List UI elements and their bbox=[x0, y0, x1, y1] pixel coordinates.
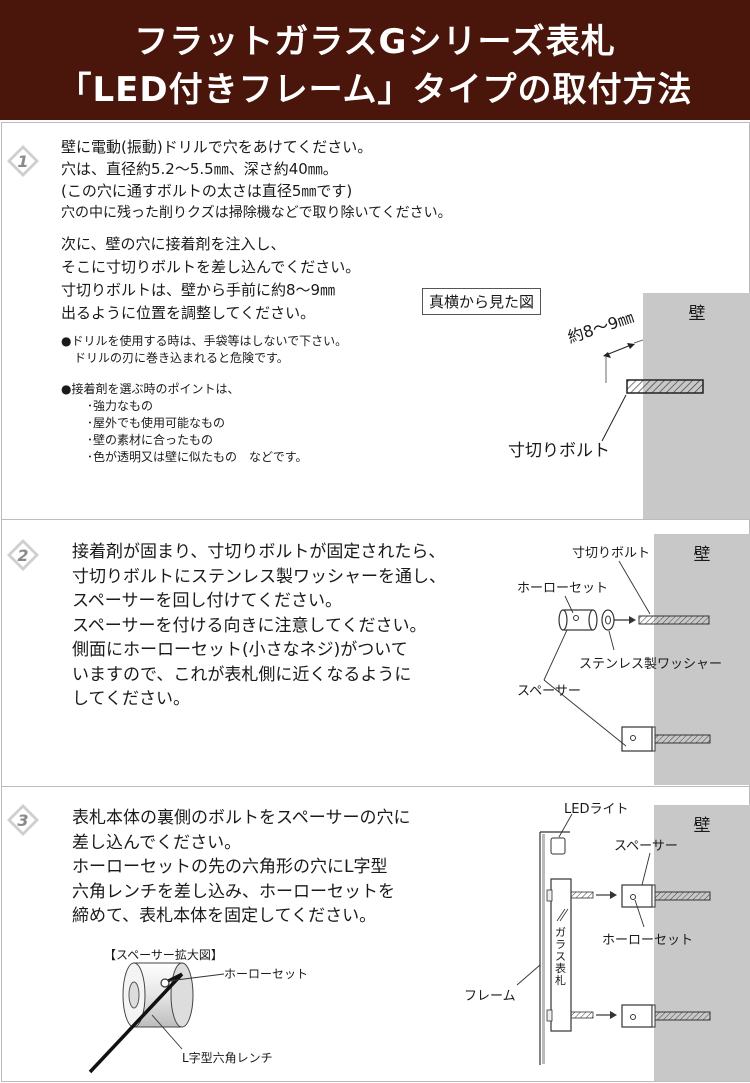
arrow-right-icon bbox=[629, 616, 636, 624]
dimension-arrow bbox=[605, 344, 632, 356]
spacer-label: スペーサー bbox=[517, 684, 581, 699]
step-1-panel: 1 壁に電動(振動)ドリルで穴をあけてください。 穴は、直径約5.2～5.5㎜、… bbox=[1, 122, 750, 520]
spacer-zoom-diagram bbox=[88, 962, 225, 1074]
wrench-leader-line bbox=[151, 1014, 183, 1050]
step-1-line: 出るように位置を調整してください。 bbox=[61, 304, 316, 322]
step-3-line: 六角レンチを差し込み、ホーローセットを bbox=[72, 881, 395, 902]
note-line: ･強力なもの bbox=[87, 399, 154, 413]
step-3-number: 3 bbox=[17, 811, 28, 830]
step-3-line: 締めて、表札本体を固定してください。 bbox=[72, 906, 377, 926]
zoom-set-label: ホーローセット bbox=[224, 967, 309, 981]
step-1-number: 1 bbox=[17, 152, 28, 171]
step-1-line: そこに寸切りボルトを差し込んでください。 bbox=[61, 258, 361, 276]
note-line: ･壁の素材に合ったもの bbox=[87, 433, 214, 447]
wall-3: 壁 bbox=[654, 805, 750, 1081]
hollow-set-label: ホーローセット bbox=[602, 933, 694, 948]
step-3-line: ホーローセットの先の六角形の穴にL字型 bbox=[72, 857, 388, 877]
washer-leader-line bbox=[608, 630, 615, 651]
header-title-line1: フラットガラスGシリーズ表札 bbox=[134, 22, 616, 62]
bolt-leader-line bbox=[618, 560, 651, 615]
step-1-line: 寸切りボルトは、壁から手前に約8～9㎜ bbox=[61, 281, 336, 299]
glass-plate bbox=[550, 878, 572, 1032]
arrow-right-icon bbox=[610, 1011, 617, 1019]
side-view-label: 真横から見た図 bbox=[422, 288, 542, 315]
zoom-wrench-label: L字型六角レンチ bbox=[182, 1051, 273, 1065]
step-3-text: 表札本体の裏側のボルトをスペーサーの穴に 差し込んでください。 ホーローセットの… bbox=[72, 806, 410, 929]
step-2-line: 側面にホーローセット(小さなネジ)がついて bbox=[72, 640, 408, 660]
spacer-lower bbox=[621, 1004, 653, 1028]
step-2-line: いますので、これが表札側に近くなるように bbox=[72, 664, 412, 685]
washer-label: ステンレス製ワッシャー bbox=[579, 657, 723, 672]
step-2-line: スペーサーを付ける向きに注意してください。 bbox=[72, 615, 427, 636]
step-1-text-b: 次に、壁の穴に接着剤を注入し、 そこに寸切りボルトを差し込んでください。 寸切り… bbox=[61, 233, 360, 325]
set-leader-line bbox=[167, 973, 225, 982]
step-3-line: 表札本体の裏側のボルトをスペーサーの穴に bbox=[72, 808, 411, 828]
bolt-upper bbox=[638, 615, 710, 625]
step-1-text-a: 壁に電動(振動)ドリルで穴をあけてください。 穴は、直径約5.2～5.5㎜、深さ… bbox=[61, 136, 452, 224]
step-2-panel: 2 接着剤が固まり、寸切りボルトが固定されたら、 寸切りボルトにステンレス製ワッ… bbox=[1, 519, 750, 787]
bolt-leader-line bbox=[601, 394, 627, 442]
step-1-badge: 1 bbox=[7, 145, 39, 177]
step-2-line: 寸切りボルトにステンレス製ワッシャーを通し、 bbox=[72, 566, 446, 587]
arrow-right-icon bbox=[610, 891, 617, 899]
glass-plate-label: ガラス表札 bbox=[555, 926, 566, 987]
frame-label: フレーム bbox=[464, 989, 516, 1004]
step-2-line: 接着剤が固まり、寸切りボルトが固定されたら、 bbox=[72, 542, 446, 562]
step-2-line: してください。 bbox=[72, 689, 190, 709]
step-1-line: (この穴に通すボルトの太さは直径5㎜です) bbox=[61, 182, 353, 200]
zoom-title: 【スペーサー拡大図】 bbox=[104, 948, 223, 962]
wall-label: 壁 bbox=[693, 816, 711, 836]
note-line: ･屋外でも使用可能なもの bbox=[87, 416, 226, 430]
bolt-label: 寸切りボルト bbox=[508, 441, 610, 461]
bolt-label: 寸切りボルト bbox=[572, 546, 651, 561]
note-line: ●接着剤を選ぶ時のポイントは、 bbox=[61, 382, 240, 396]
hollow-set-label: ホーローセット bbox=[517, 581, 609, 596]
note-line: ドリルの刃に巻き込まれると危険です。 bbox=[74, 351, 289, 365]
led-light bbox=[550, 837, 566, 855]
step-2-badge: 2 bbox=[7, 539, 39, 571]
set-leader-line bbox=[634, 899, 645, 928]
step-1-note-drill: ●ドリルを使用する時は、手袋等はしないで下さい。 ドリルの刃に巻き込まれると危険… bbox=[61, 333, 347, 367]
step-3-diagram bbox=[516, 813, 711, 1065]
hex-wrench-long-arm bbox=[88, 972, 184, 1074]
bolt-lower bbox=[653, 734, 711, 744]
frame bbox=[539, 831, 570, 1065]
set-leader-line bbox=[564, 595, 574, 614]
wall-label: 壁 bbox=[688, 304, 706, 324]
led-label: LEDライト bbox=[564, 802, 629, 817]
spacer-label: スペーサー bbox=[614, 839, 678, 854]
note-line: ･色が透明又は壁に似たもの などです。 bbox=[87, 450, 308, 464]
spacer-lower bbox=[621, 726, 653, 752]
step-2-number: 2 bbox=[17, 546, 28, 565]
led-leader-line bbox=[558, 813, 573, 838]
threaded-bolt bbox=[626, 379, 704, 394]
step-2-line: スペーサーを回し付けてください。 bbox=[72, 591, 342, 611]
spacer-leader-line bbox=[641, 852, 651, 886]
frame-leader-line bbox=[516, 964, 541, 986]
step-1-line: 次に、壁の穴に接着剤を注入し、 bbox=[61, 235, 286, 253]
header-title-line2: 「LED付きフレーム」タイプの取付方法 bbox=[57, 70, 693, 110]
step-1-line: 穴の中に残った削りクズは掃除機などで取り除いてください。 bbox=[61, 205, 452, 221]
note-line: ●ドリルを使用する時は、手袋等はしないで下さい。 bbox=[61, 334, 348, 348]
step-1-line: 壁に電動(振動)ドリルで穴をあけてください。 bbox=[61, 138, 373, 156]
step-3-line: 差し込んでください。 bbox=[72, 832, 242, 853]
wall-label: 壁 bbox=[693, 545, 711, 565]
step-2-text: 接着剤が固まり、寸切りボルトが固定されたら、 寸切りボルトにステンレス製ワッシャ… bbox=[72, 540, 446, 712]
spacer-leader-line bbox=[543, 629, 568, 681]
page-header: フラットガラスGシリーズ表札 「LED付きフレーム」タイプの取付方法 bbox=[0, 0, 750, 120]
step-1-diagram bbox=[601, 339, 704, 442]
step-3-badge: 3 bbox=[7, 804, 39, 836]
wall-1: 壁 bbox=[643, 293, 750, 519]
step-3-panel: 3 表札本体の裏側のボルトをスペーサーの穴に 差し込んでください。 ホーローセッ… bbox=[1, 786, 750, 1082]
step-1-note-adhesive: ●接着剤を選ぶ時のポイントは、 ･強力なもの ･屋外でも使用可能なもの ･壁の素… bbox=[61, 381, 308, 466]
spacer-upper bbox=[621, 884, 653, 908]
step-2-diagram bbox=[543, 560, 711, 752]
step-1-line: 穴は、直径約5.2～5.5㎜、深さ約40㎜。 bbox=[61, 160, 338, 178]
